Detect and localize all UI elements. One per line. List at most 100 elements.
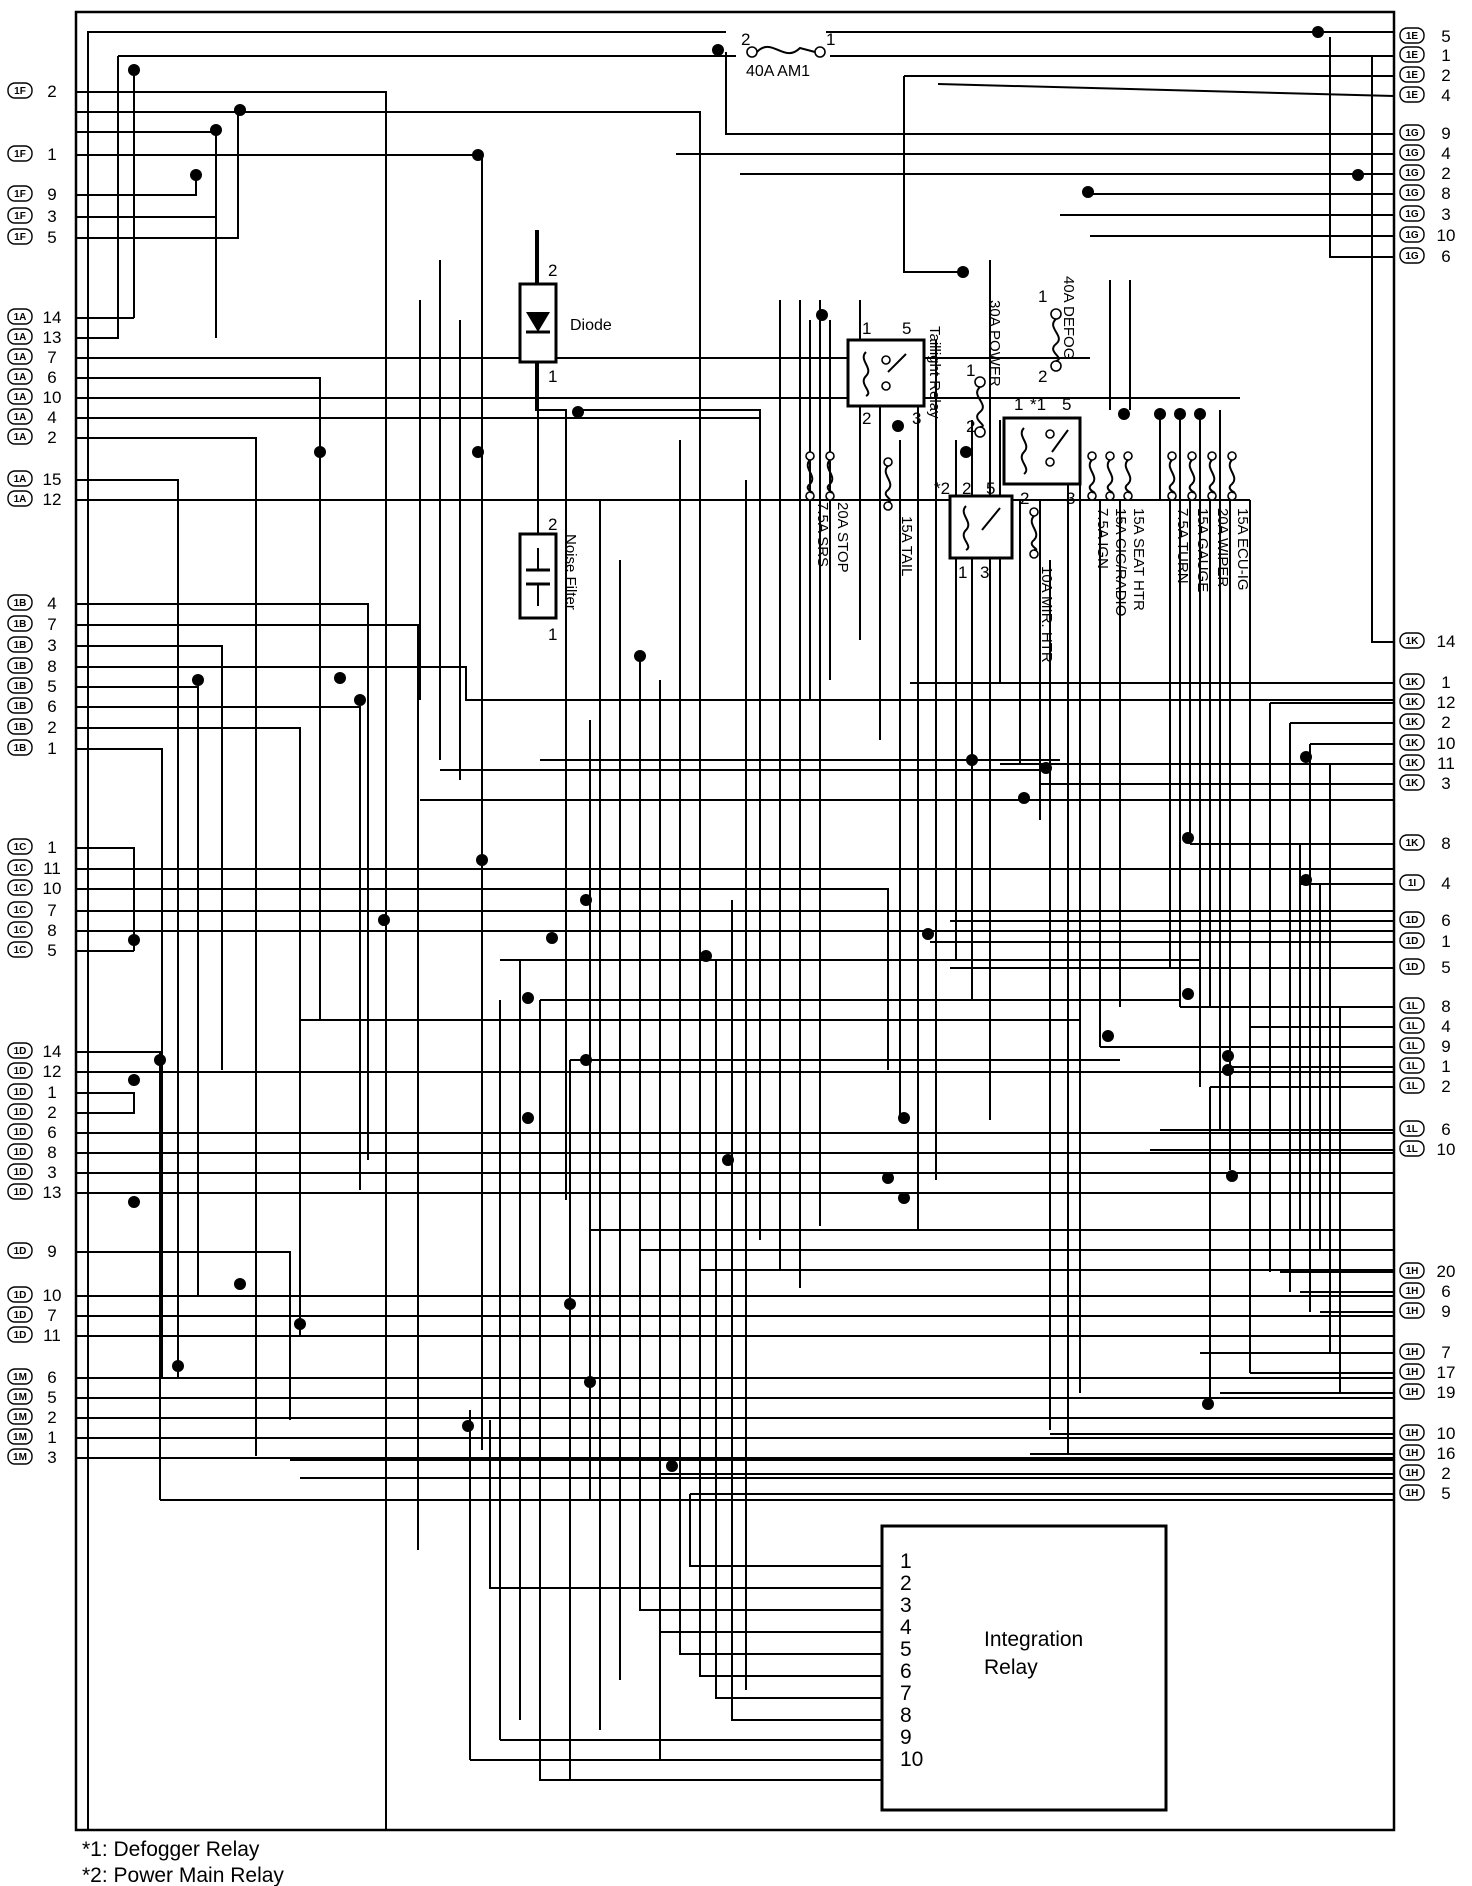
connector-id: 1K (1406, 697, 1420, 708)
fuse-power-pin-bottom: 2 (966, 417, 975, 436)
wiring-traces (76, 31, 1395, 1830)
connector-id: 1L (1406, 1001, 1418, 1012)
connector-pin: 7 (47, 1306, 56, 1325)
connector-id: 1H (1406, 1468, 1419, 1479)
connector-pin: 9 (1441, 124, 1450, 143)
connector-pin: 9 (47, 185, 56, 204)
connector-id: 1H (1406, 1488, 1419, 1499)
connector-pin: 1 (47, 1083, 56, 1102)
connector-id: 1H (1406, 1448, 1419, 1459)
taillight-relay-pin-2: 2 (862, 409, 871, 428)
connector-pin: 7 (47, 615, 56, 634)
connector-pin: 10 (43, 1286, 62, 1305)
left-connector-1d-38: 1D 7 (7, 1306, 57, 1325)
connector-id: 1F (14, 189, 26, 200)
left-connector-1d-30: 1D 1 (7, 1083, 57, 1102)
power-main-relay-pin-1: 1 (958, 563, 967, 582)
taillight-relay: 1 5 2 3 Taillight Relay (846, 319, 943, 428)
connector-pin: 9 (1441, 1037, 1450, 1056)
fuse-cig-label: 15A CIG/RADIO (1112, 508, 1129, 616)
connector-id: 1A (14, 372, 27, 383)
connector-id: 1H (1406, 1387, 1419, 1398)
fuse-ign-label: 7.5A IGN (1094, 508, 1111, 569)
connector-pin: 19 (1437, 1383, 1456, 1402)
connector-pin: 5 (47, 1388, 56, 1407)
connector-id: 1D (14, 1310, 27, 1321)
connector-pin: 7 (1441, 1343, 1450, 1362)
fuse-wiper-label: 20A WIPER (1214, 508, 1231, 587)
connector-id: 1D (14, 1087, 27, 1098)
connector-id: 1D (14, 1127, 27, 1138)
connector-id: 1L (1406, 1041, 1418, 1052)
defogger-relay-pin-5: 5 (1062, 395, 1071, 414)
fuse-mir-htr: 10A MIR. HTR (1029, 507, 1055, 663)
connector-pin: 13 (43, 328, 62, 347)
diode-pin-bottom: 1 (548, 367, 557, 386)
connector-id: 1L (1406, 1021, 1418, 1032)
connector-id: 1G (1405, 188, 1419, 199)
connector-id: 1C (14, 883, 27, 894)
connector-id: 1K (1406, 636, 1420, 647)
fuse-turn-label: 7.5A TURN (1174, 508, 1191, 584)
fuse-40a-defog: 1 2 40A DEFOG (1038, 276, 1077, 386)
diode-pin-top: 2 (548, 261, 557, 280)
power-main-relay: *2 2 5 1 3 (934, 479, 1014, 582)
integration-relay-pin-3: 3 (900, 1594, 912, 1617)
connector-pin: 4 (47, 408, 56, 427)
noise-filter-label: Noise Filter (562, 534, 579, 610)
connector-pin: 4 (1441, 874, 1450, 893)
connector-pin: 6 (1441, 911, 1450, 930)
connector-pin: 16 (1437, 1444, 1456, 1463)
connector-pin: 1 (1441, 46, 1450, 65)
power-main-relay-pin-5: 5 (986, 479, 995, 498)
power-main-relay-pin-3: 3 (980, 563, 989, 582)
fuse-am1-pin-right: 1 (826, 30, 835, 49)
connector-pin: 3 (47, 207, 56, 226)
connector-pin: 6 (47, 697, 56, 716)
connector-pin: 6 (1441, 247, 1450, 266)
fuse-ecu-label: 15A ECU-IG (1234, 508, 1251, 591)
connector-pin: 8 (47, 657, 56, 676)
connector-id: 1B (14, 598, 27, 609)
connector-pin: 1 (1441, 673, 1450, 692)
connector-pin: 10 (43, 388, 62, 407)
connector-pin: 7 (47, 901, 56, 920)
connector-id: 1H (1406, 1306, 1419, 1317)
connector-id: 1F (14, 232, 26, 243)
connector-id: 1D (14, 1167, 27, 1178)
junction-dots (128, 26, 1364, 1472)
connector-pin: 4 (1441, 144, 1450, 163)
connector-pin: 2 (47, 718, 56, 737)
fuse-stop-srs: 20A STOP 7.5A SRS (805, 451, 851, 573)
connector-id: 1A (14, 494, 27, 505)
fuse-am1-pin-left: 2 (741, 30, 750, 49)
connector-pin: 6 (47, 368, 56, 387)
connector-pin: 3 (47, 636, 56, 655)
connector-id: 1F (14, 211, 26, 222)
